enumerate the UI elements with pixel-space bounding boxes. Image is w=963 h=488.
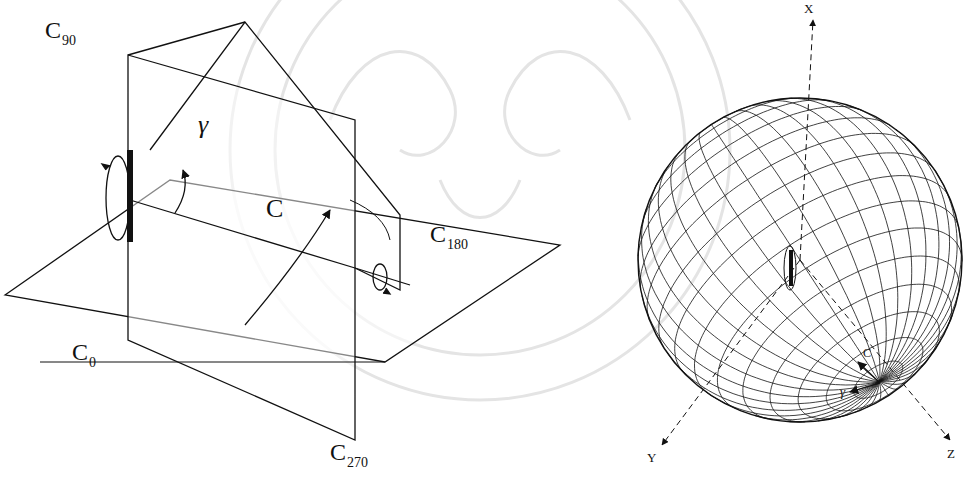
plane-subscript: 90 xyxy=(62,34,76,48)
angle-label: C xyxy=(266,196,283,222)
sphere-arrows xyxy=(850,362,880,392)
photometric-planes xyxy=(5,22,560,440)
plane-subscript: 0 xyxy=(89,356,96,370)
plane-subscript: 180 xyxy=(447,238,468,252)
luminaire-rotation xyxy=(784,246,796,290)
plane-subscript: 270 xyxy=(347,456,368,470)
sphere-axes xyxy=(662,20,950,445)
angle-label: γ xyxy=(840,385,845,398)
luminaire xyxy=(127,150,133,242)
axis-label: Y xyxy=(647,451,656,464)
plane-letter: C xyxy=(72,340,88,364)
plane-letter: C xyxy=(330,440,346,464)
angle-label: γ xyxy=(198,112,208,138)
axis-label: Z xyxy=(947,447,955,460)
angle-label: C xyxy=(863,347,871,359)
plane-letter: C xyxy=(45,18,61,42)
axis-label: X xyxy=(804,2,813,15)
luminaire xyxy=(789,250,793,286)
plane-letter: C xyxy=(430,222,446,246)
